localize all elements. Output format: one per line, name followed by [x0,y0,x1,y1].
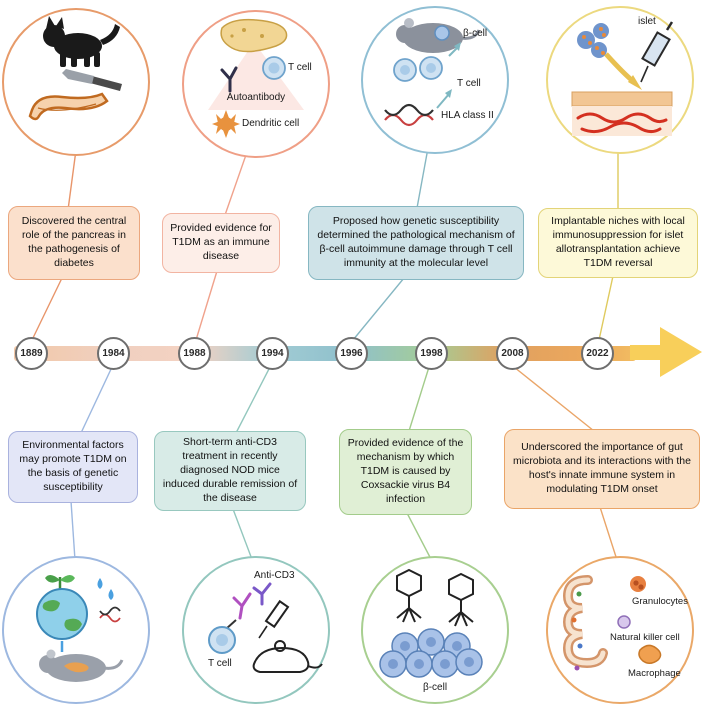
beta-cell-nuclei [388,637,474,669]
beta-cell-label: β-cell [463,28,488,39]
autoantibody-icon [220,66,238,93]
pancreas-discovery-icon [28,16,122,121]
anti-cd3-icon [208,582,323,673]
syringe-icon [640,21,674,83]
year-marker-1996: 1996 [335,337,368,370]
t-cell-label: T cell [288,62,312,73]
mouse-outline-icon [252,640,323,673]
macrophage-icon [638,644,662,664]
intestine-icon [562,575,608,669]
granulocytes-label: Granulocytes [632,596,688,607]
year-marker-1984: 1984 [97,337,130,370]
bacteriophage-icon [396,568,422,623]
hla-class-ii-label: HLA class II [441,110,494,121]
natural-killer-cell-label: Natural killer cell [610,632,680,643]
event-box-1994: Short-term anti-CD3 treatment in recentl… [154,431,306,511]
connector-line [513,366,595,432]
gut-microbiota-icon [562,575,662,671]
skin-cross-section-icon [571,91,673,136]
natural-killer-cell-icon [617,615,631,629]
immune-cells-icon [393,56,443,82]
environment-icon [36,574,124,682]
virus-beta-cell-icon [379,568,483,678]
event-box-2008: Underscored the importance of gut microb… [504,429,700,509]
event-box-1988: Provided evidence for T1DM as an immune … [162,213,280,273]
connector-line [224,151,248,216]
event-box-1889: Discovered the central role of the pancr… [8,206,140,280]
connector-line [406,512,434,564]
arrow-up-icon [448,42,461,57]
dna-icon [384,103,434,127]
autoantibody-label: Autoantibody [226,92,286,103]
connector-line [598,275,614,341]
islet-transplant-icon [571,21,674,136]
dna-icon [99,606,121,623]
connector-line [195,270,218,341]
microbe-dots [571,591,583,671]
macrophage-label: Macrophage [628,668,681,679]
t-cell-label: T cell [457,78,481,89]
dendritic-cell-icon [212,110,240,138]
year-marker-1998: 1998 [415,337,448,370]
bacteriophage-icon [448,572,474,627]
illustration-gut-microbiota: Granulocytes Natural killer cell Macroph… [546,556,694,704]
arrow-up-icon [436,89,452,109]
beta-cell-cluster-icon [379,628,483,678]
syringe-icon [258,599,290,639]
pancreas-icon [28,92,109,121]
connector-line [31,277,63,341]
rain-drop-icon [97,578,114,600]
antibody-icon [252,582,272,606]
event-box-1998: Provided evidence of the mechanism by wh… [339,429,472,515]
granulocyte-icon [630,576,646,592]
illustration-immune-disease: T cell Autoantibody Dendritic cell [182,10,330,158]
t-cell-icon [262,56,286,80]
illustration-islet-transplantation: islet [546,6,694,154]
connector-line [416,147,429,209]
illustration-pancreas-discovery [2,8,150,156]
earth-icon [36,588,88,640]
event-box-2022: Implantable niches with local immunosupp… [538,208,698,278]
t-cell-icon [208,626,236,654]
connector-line [80,366,113,434]
antibody-icon [232,592,252,620]
beta-cell-icon [434,25,450,41]
connector-line [67,149,77,211]
timeline-bar [14,346,636,361]
dog-icon [43,16,120,67]
illustration-genetic-susceptibility: β-cell T cell HLA class II [361,6,509,154]
beta-cell-label: β-cell [422,682,448,693]
timeline-arrow-icon [630,327,702,377]
event-box-1984: Environmental factors may promote T1DM o… [8,431,138,503]
curved-arrow-icon [604,52,642,90]
islet-cluster-icon [577,23,609,58]
connector-line [352,277,405,341]
immune-disease-icon [208,18,304,138]
islet-label: islet [638,16,656,27]
dendritic-cell-label: Dendritic cell [242,118,300,129]
illustration-anti-cd3-treatment: Anti-CD3 T cell [182,556,330,704]
liver-icon [220,18,288,53]
light-beam-shape [208,42,304,110]
connector-line [408,366,430,432]
t-cell-label: T cell [208,658,232,669]
year-marker-2022: 2022 [581,337,614,370]
connector-line [235,366,271,434]
connector-line [70,500,76,561]
year-marker-2008: 2008 [496,337,529,370]
connector-line [232,508,254,563]
scalpel-icon [62,69,122,91]
year-marker-1988: 1988 [178,337,211,370]
plant-sprout-icon [45,574,75,590]
year-marker-1889: 1889 [15,337,48,370]
genetic-susceptibility-icon [384,18,481,127]
connector-line [599,506,618,561]
illustration-environmental-factors [2,556,150,704]
year-marker-1994: 1994 [256,337,289,370]
event-box-1996: Proposed how genetic susceptibility dete… [308,206,524,280]
pancreas-icon [64,662,89,673]
illustration-coxsackie-virus: β-cell [361,556,509,704]
anti-cd3-label: Anti-CD3 [254,570,295,581]
